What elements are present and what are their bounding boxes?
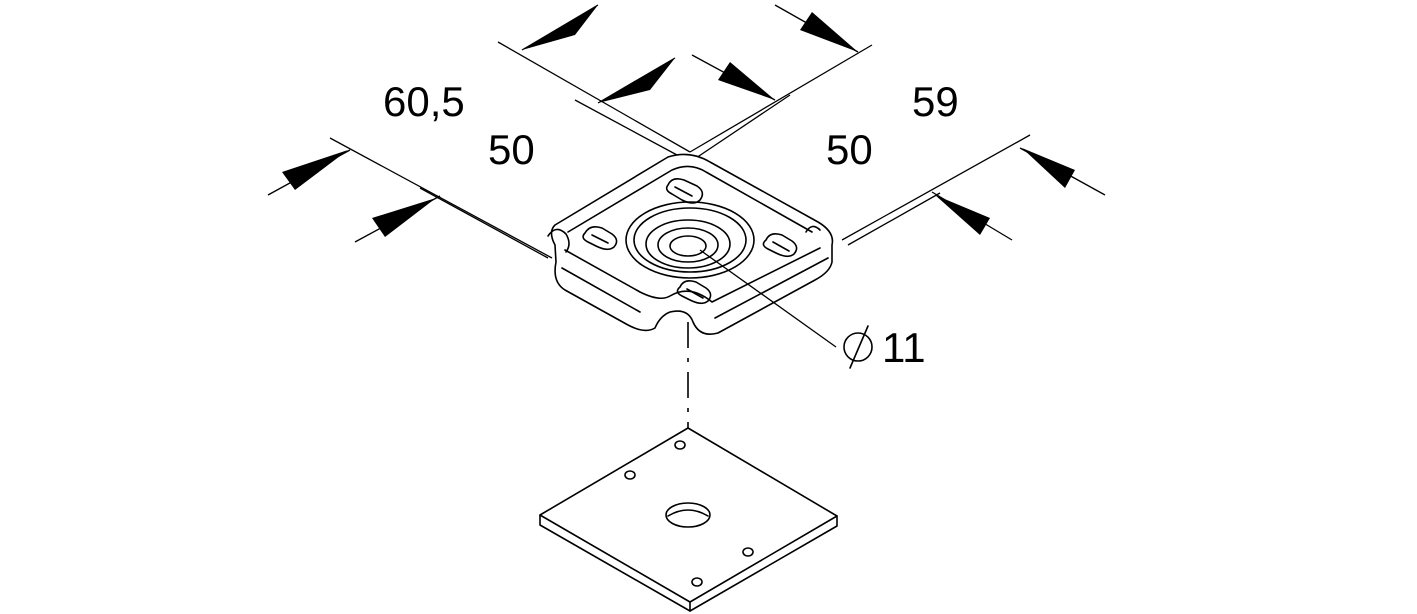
center-boss — [625, 201, 755, 279]
arrowhead-left-outer-bottom — [282, 150, 348, 190]
dimension-left-inner: 50 — [488, 126, 535, 173]
dimension-right-outer: 59 — [912, 78, 959, 125]
connector-plate — [547, 153, 834, 335]
diameter-symbol-icon — [843, 325, 873, 369]
base-hole-left — [624, 470, 636, 480]
arrowhead-right-inner-top — [718, 62, 775, 100]
base-hole-right — [742, 547, 754, 557]
slot-top — [665, 178, 704, 204]
left-dimension-group — [267, 4, 691, 259]
arrowhead-left-inner-bottom — [372, 198, 436, 237]
arrowhead-right-inner-bottom — [935, 195, 990, 235]
slot-right — [762, 233, 798, 258]
dimension-hole-diameter: 11 — [882, 324, 926, 371]
right-dimension-group — [689, 4, 1106, 246]
arrowhead-right-outer-bottom — [1022, 148, 1075, 188]
arrowhead-right-outer-top — [800, 12, 858, 52]
slot-bottom — [676, 280, 712, 305]
base-hole-bottom — [691, 577, 703, 587]
slot-left — [582, 226, 618, 251]
diameter-leader — [699, 249, 873, 369]
dimension-right-inner: 50 — [826, 126, 873, 173]
base-hole-top — [674, 440, 686, 450]
base-plate — [539, 427, 838, 612]
dimension-left-outer: 60,5 — [383, 78, 465, 125]
base-center-hole — [665, 502, 711, 528]
